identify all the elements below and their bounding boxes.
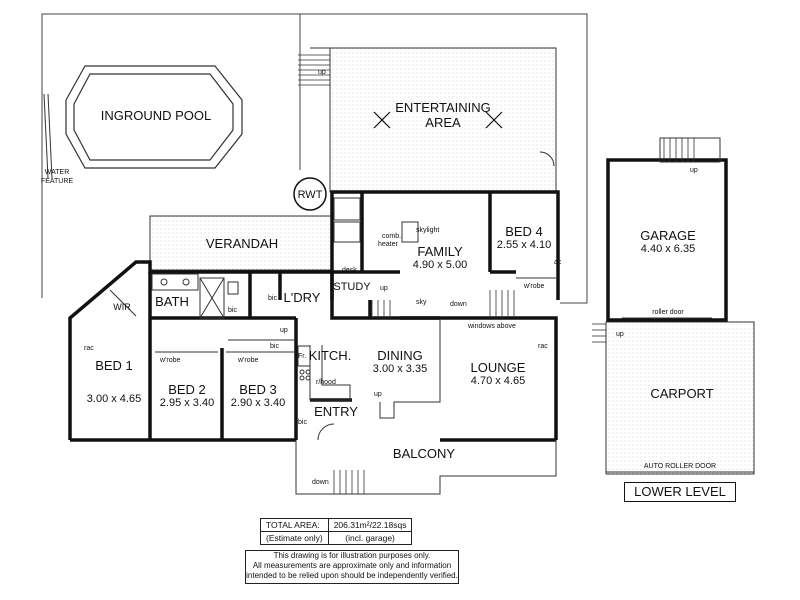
inground-pool: [65, 65, 243, 169]
pool-label: INGROUND POOL: [101, 108, 212, 123]
bed2-label: BED 2: [168, 382, 206, 397]
family-size: 4.90 x 5.00: [413, 259, 467, 271]
up-label: up: [616, 331, 624, 338]
family-label: FAMILY: [417, 244, 463, 259]
entertaining-label-1: ENTERTAINING: [395, 100, 491, 115]
carport: [592, 321, 755, 475]
roller-door-label: roller door: [652, 309, 684, 316]
wrobe-label: w'robe: [237, 357, 259, 364]
interior-details: [109, 197, 557, 495]
bed4-size: 2.55 x 4.10: [497, 239, 551, 251]
up-label: up: [690, 167, 698, 174]
bic-label: bic: [298, 419, 307, 426]
windows-above-label: windows above: [467, 323, 516, 330]
garage: [606, 137, 728, 322]
sky-label: sky: [416, 299, 427, 306]
bic-label: bic: [268, 295, 277, 302]
site-boundary: [41, 13, 588, 304]
dining-size: 3.00 x 3.35: [373, 363, 427, 375]
bed4-label: BED 4: [505, 224, 543, 239]
entry-label: ENTRY: [314, 404, 358, 419]
skylight-label: skylight: [416, 227, 439, 234]
rainwater-tank: [293, 177, 327, 211]
auto-roller-door-label: AUTO ROLLER DOOR: [644, 463, 716, 470]
total-area-value: 206.31m²/22.18sqs: [327, 518, 413, 532]
wrobe-label: w'robe: [159, 357, 181, 364]
up-label: up: [380, 285, 388, 292]
up-label: up: [318, 69, 326, 76]
garage-size: 4.40 x 6.35: [641, 243, 695, 255]
verandah-label: VERANDAH: [206, 236, 278, 251]
up-label: up: [280, 327, 288, 334]
down-label: down: [312, 479, 329, 486]
desk-label: desk: [342, 267, 357, 274]
bic-label: bic: [228, 307, 237, 314]
wir-label: WIR: [113, 302, 131, 312]
kitch-label: KITCH.: [309, 348, 352, 363]
rangehood-label: r/hood: [316, 379, 336, 386]
bath-label: BATH: [155, 294, 189, 309]
carport-label: CARPORT: [650, 386, 713, 401]
down-label: down: [450, 301, 467, 308]
disclaimer-line: All measurements are approximate only an…: [252, 561, 452, 570]
ac-label: ac: [554, 259, 562, 266]
bed2-size: 2.95 x 3.40: [160, 397, 214, 409]
entertaining-area: [298, 47, 557, 193]
disclaimer-box: This drawing is for illustration purpose…: [245, 550, 459, 584]
bed3-size: 2.90 x 3.40: [231, 397, 285, 409]
bic-label: bic: [270, 343, 279, 350]
estimate-label: (Estimate only): [260, 531, 329, 545]
area-summary: TOTAL AREA: 206.31m²/22.18sqs (Estimate …: [260, 518, 413, 545]
wrobe-label: w'robe: [523, 283, 545, 290]
up-label: up: [374, 391, 382, 398]
comb-heater-label-2: heater: [378, 241, 399, 248]
water-feature-label-2: FEATURE: [41, 178, 73, 185]
rwt-label: RWT: [298, 189, 323, 201]
verandah: [149, 215, 333, 271]
garage-label: GARAGE: [640, 228, 696, 243]
lounge-label: LOUNGE: [471, 360, 526, 375]
estimate-value: (incl. garage): [327, 531, 413, 545]
fridge-label: Fr.: [298, 353, 306, 360]
balcony-label: BALCONY: [393, 446, 455, 461]
disclaimer-line: intended to be relied upon should be ind…: [246, 571, 458, 580]
ldry-label: L'DRY: [284, 290, 321, 305]
dining-label: DINING: [377, 348, 423, 363]
water-feature-wall: [43, 93, 53, 179]
rac-label: rac: [538, 343, 548, 350]
total-area-label: TOTAL AREA:: [260, 518, 329, 532]
level-label: LOWER LEVEL: [624, 482, 736, 502]
entertaining-label-2: AREA: [425, 115, 461, 130]
bed1-label: BED 1: [95, 358, 133, 373]
lounge-size: 4.70 x 4.65: [471, 375, 525, 387]
bed3-label: BED 3: [239, 382, 277, 397]
rac-label: rac: [84, 345, 94, 352]
house-walls: [68, 190, 560, 442]
comb-heater-label-1: comb.: [382, 233, 401, 240]
water-feature-label-1: WATER: [45, 169, 70, 176]
study-label: STUDY: [333, 281, 371, 293]
disclaimer-line: This drawing is for illustration purpose…: [273, 551, 431, 560]
bed1-size: 3.00 x 4.65: [87, 393, 141, 405]
